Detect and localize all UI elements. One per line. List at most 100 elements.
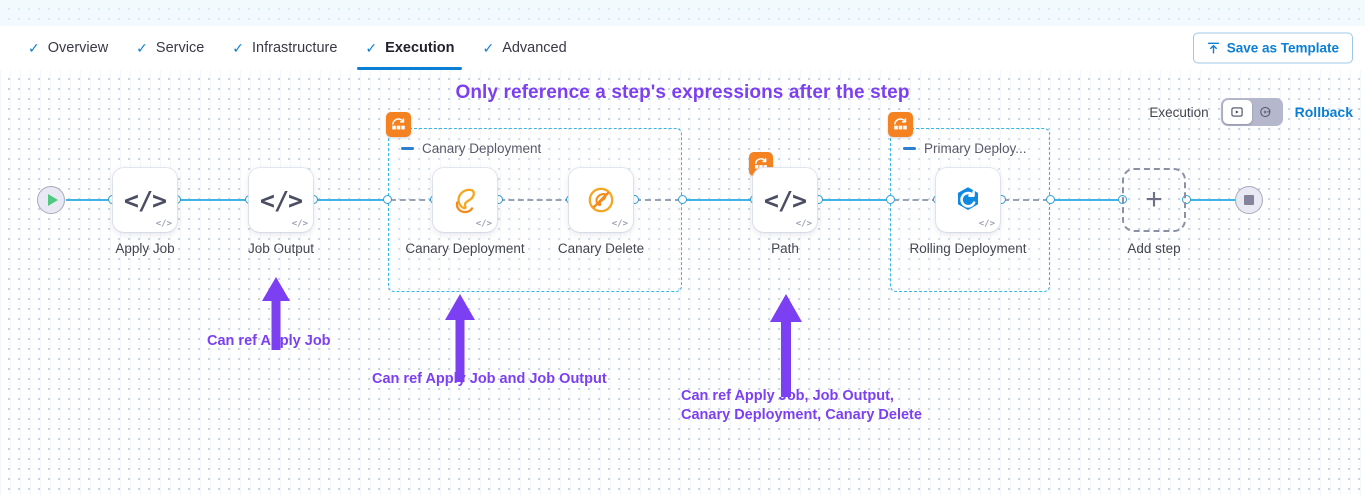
annotation-arrow-2 (445, 294, 475, 382)
annotation-text-3: Can ref Apply Job, Job Output, Canary De… (681, 388, 922, 423)
step-node-canary-delete[interactable]: </> Canary Delete (558, 168, 644, 256)
pipeline-graph: Canary Deployment Primary Deploy... (0, 70, 1365, 495)
pipeline-canvas[interactable]: Only reference a step's expressions afte… (0, 70, 1365, 495)
group-header[interactable]: Primary Deploy... (903, 141, 1027, 156)
connector-dot[interactable] (1182, 195, 1191, 204)
connector-link (178, 199, 250, 201)
tab-service[interactable]: ✓ Service (122, 26, 218, 70)
connector-link (314, 199, 386, 201)
tab-label: Advanced (502, 40, 567, 56)
connector-link (818, 199, 890, 201)
page-headline: Only reference a step's expressions afte… (455, 82, 910, 103)
connector-link (1051, 199, 1123, 201)
save-as-template-button[interactable]: Save as Template (1192, 32, 1353, 64)
connector-link (66, 199, 114, 201)
step-card[interactable]: </> </> (113, 168, 177, 232)
connector-link-dashed (893, 199, 938, 201)
annotation-text-1: Can ref Apply Job (207, 333, 331, 349)
tab-bar: ✓ Overview ✓ Service ✓ Infrastructure ✓ … (0, 26, 1365, 71)
step-label: Path (771, 241, 799, 256)
step-node-apply-job[interactable]: </> </> Apply Job (113, 168, 177, 256)
top-dotted-strip (0, 0, 1365, 26)
plus-icon: + (1145, 183, 1163, 216)
deployment-glyph (392, 118, 405, 130)
step-node-job-output[interactable]: </> </> Job Output (248, 168, 314, 256)
minus-icon[interactable] (903, 147, 916, 150)
step-label: Canary Delete (557, 241, 645, 256)
check-icon: ✓ (232, 40, 244, 56)
rollback-link[interactable]: Rollback (1294, 104, 1353, 120)
connector-dot[interactable] (886, 195, 895, 204)
code-badge-icon: </> (155, 219, 172, 229)
play-icon (47, 194, 58, 206)
end-node[interactable] (1235, 186, 1263, 214)
rolling-deployment-icon (958, 187, 978, 210)
check-icon: ✓ (365, 40, 378, 56)
tab-overview[interactable]: ✓ Overview (14, 26, 122, 70)
code-icon: </> (763, 185, 807, 215)
annotation-text-2: Can ref Apply Job and Job Output (372, 371, 607, 387)
connector-dot[interactable] (678, 195, 687, 204)
deployment-glyph (755, 158, 767, 169)
tab-label: Overview (47, 40, 109, 56)
annotation-arrow-1 (262, 277, 290, 350)
group-title: Primary Deploy... (924, 141, 1027, 156)
step-card[interactable]: </> </> (753, 168, 817, 232)
code-badge-icon: </> (291, 219, 308, 229)
execution-play-box-icon (1231, 107, 1243, 117)
execution-label: Execution (1149, 104, 1209, 120)
tab-list: ✓ Overview ✓ Service ✓ Infrastructure ✓ … (0, 26, 581, 70)
execution-rollback-control: Execution Rollback (1149, 98, 1353, 126)
upload-icon (1207, 42, 1219, 54)
step-label: Job Output (247, 241, 315, 256)
code-badge-icon: </> (978, 219, 995, 229)
connector-dot[interactable] (1046, 195, 1055, 204)
step-card[interactable]: </> (433, 168, 497, 232)
deployment-stage-icon (386, 112, 411, 137)
rollback-play-circle-icon (1260, 106, 1271, 118)
connector-link (1187, 199, 1247, 201)
tab-infrastructure[interactable]: ✓ Infrastructure (218, 26, 351, 70)
tab-label: Infrastructure (252, 40, 338, 56)
code-badge-icon: </> (475, 219, 492, 229)
execution-rollback-toggle[interactable] (1220, 98, 1283, 126)
tab-advanced[interactable]: ✓ Advanced (468, 26, 580, 70)
connector-link (683, 199, 755, 201)
stage-group-canary-deployment[interactable]: Canary Deployment (386, 112, 682, 292)
step-node-rolling-deployment[interactable]: </> Rolling Deployment (909, 168, 1027, 256)
step-label: Apply Job (115, 241, 175, 256)
tab-execution[interactable]: ✓ Execution (351, 26, 468, 70)
group-header[interactable]: Canary Deployment (401, 141, 541, 156)
check-icon: ✓ (28, 40, 40, 56)
connector-link-dashed (499, 199, 571, 201)
step-label: Rolling Deployment (909, 241, 1027, 256)
code-badge-icon: </> (611, 219, 628, 229)
step-node-path[interactable]: </> </> Path (749, 152, 817, 256)
minus-icon[interactable] (401, 147, 414, 150)
step-node-canary-deployment[interactable]: </> Canary Deployment (405, 168, 525, 256)
connector-dot[interactable] (383, 195, 392, 204)
code-icon: </> (259, 185, 303, 215)
toggle-option-rollback[interactable] (1252, 100, 1281, 124)
canary-bird-icon (455, 188, 475, 214)
check-icon: ✓ (482, 40, 495, 56)
toggle-option-execution[interactable] (1222, 100, 1252, 124)
step-card[interactable]: </> </> (249, 168, 313, 232)
annotation-arrow-3 (770, 294, 802, 397)
group-title: Canary Deployment (422, 141, 542, 156)
start-node[interactable] (37, 186, 65, 214)
canary-delete-icon (588, 187, 614, 213)
stop-icon (1244, 195, 1254, 205)
code-badge-icon: </> (795, 219, 812, 229)
step-card[interactable]: </> (569, 168, 633, 232)
tab-label: Execution (385, 40, 455, 56)
add-step-label: Add step (1127, 241, 1181, 256)
step-card[interactable]: </> (936, 168, 1000, 232)
check-icon: ✓ (136, 40, 148, 56)
step-label: Canary Deployment (405, 241, 525, 256)
code-icon: </> (123, 185, 167, 215)
save-as-template-label: Save as Template (1226, 40, 1339, 56)
connector-link-dashed (390, 199, 435, 201)
add-step-button[interactable]: + (1122, 168, 1186, 232)
